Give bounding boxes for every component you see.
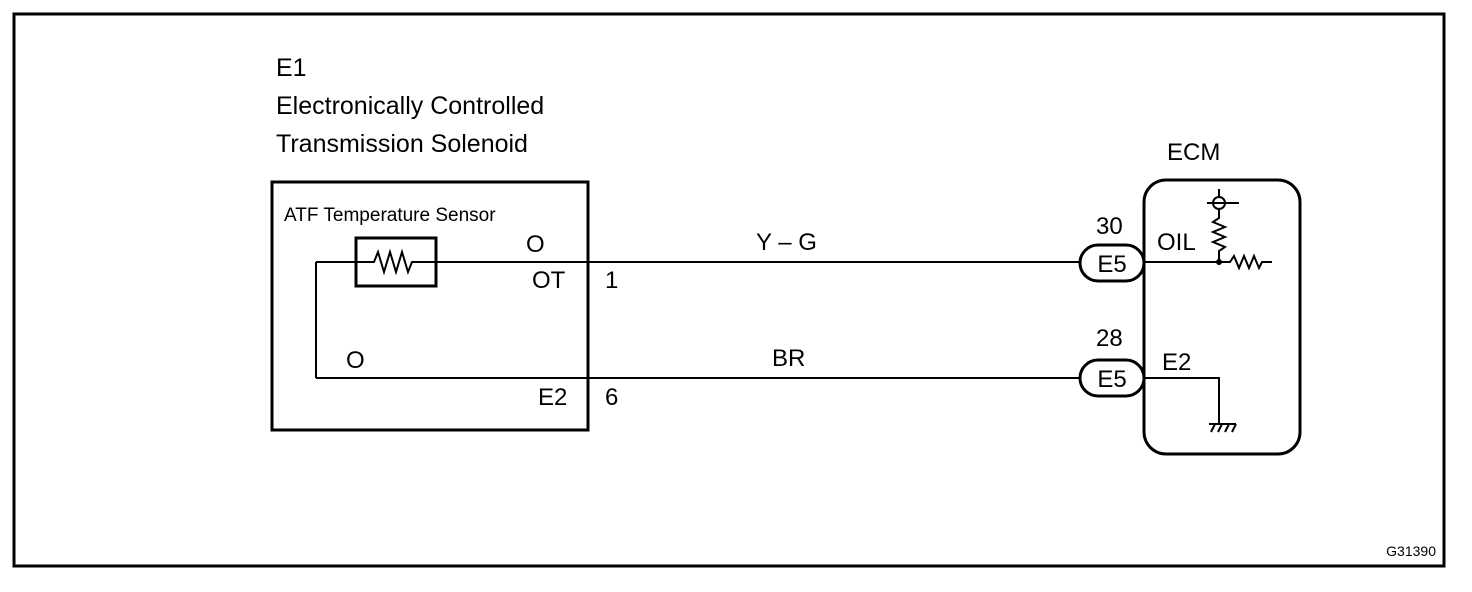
wire-color-top-left: O bbox=[526, 231, 545, 258]
ground-icon-hatch-2 bbox=[1217, 423, 1223, 433]
component-code: E1 bbox=[276, 54, 307, 82]
ecm-terminal-e2: E2 bbox=[1162, 349, 1191, 376]
wire-color-top: Y – G bbox=[756, 229, 817, 256]
sensor-resistor-icon bbox=[356, 248, 436, 276]
pin-e2-label: 6 bbox=[605, 384, 618, 411]
diagram-frame bbox=[12, 12, 1446, 568]
ecm-box bbox=[1142, 178, 1302, 456]
ecm-terminal-oil: OIL bbox=[1157, 229, 1196, 256]
ecm-pin-bottom: 28 bbox=[1096, 325, 1123, 352]
solenoid-box bbox=[270, 180, 590, 432]
figure-id: G31390 bbox=[1386, 543, 1436, 559]
ecm-pullup-resistor-icon bbox=[1210, 209, 1228, 262]
component-name-line2: Transmission Solenoid bbox=[276, 130, 528, 158]
ground-icon-hatch-4 bbox=[1231, 423, 1237, 433]
pin-ot-label: 1 bbox=[605, 267, 618, 294]
ecm-pin-top: 30 bbox=[1096, 213, 1123, 240]
wire-color-bottom: BR bbox=[772, 345, 805, 372]
ecm-input-resistor-icon bbox=[1219, 253, 1272, 271]
wire-color-bottom-left: O bbox=[346, 347, 365, 374]
component-name-line1: Electronically Controlled bbox=[276, 92, 544, 120]
sensor-label: ATF Temperature Sensor bbox=[284, 205, 496, 226]
ground-icon-hatch-3 bbox=[1224, 423, 1230, 433]
ecm-connector-bottom-label: E5 bbox=[1097, 366, 1126, 393]
terminal-ot-label: OT bbox=[532, 267, 566, 294]
ecm-title: ECM bbox=[1167, 139, 1220, 166]
terminal-e2-label: E2 bbox=[538, 384, 567, 411]
ecm-e2-line bbox=[1144, 377, 1220, 424]
ecm-connector-top-label: E5 bbox=[1097, 251, 1126, 278]
ground-icon-hatch-1 bbox=[1210, 423, 1216, 433]
